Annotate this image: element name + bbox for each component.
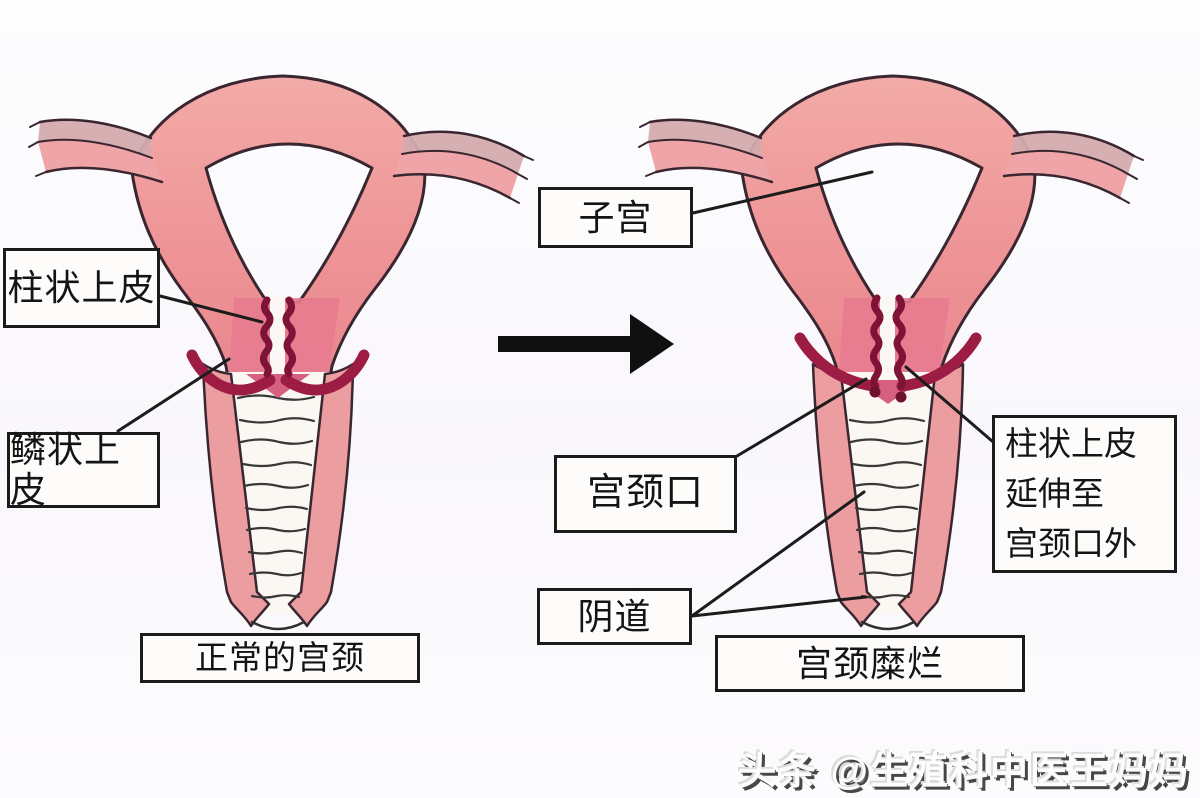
crimson-wing-right [280,349,370,396]
vaginal-rugae [848,417,926,599]
leader-cervical-os [735,377,868,458]
leader-vagina-lower [690,595,868,618]
leader-vagina-upper [690,490,866,618]
fallopian-tube-left [638,118,774,184]
fallopian-tube-right [392,130,534,204]
label-cervical-os: 宫颈口 [554,455,737,533]
transition-arrow-icon [498,314,674,374]
leader-columnar-extension [904,365,994,443]
vagina-wall-left [201,362,271,628]
cervical-canal [880,296,895,388]
label-text-line3: 宫颈口外 [1005,525,1137,562]
leader-squamous [116,357,231,433]
crimson-wing-right [896,332,982,392]
columnar-epithelium-left [260,296,274,378]
label-text-line2: 延伸至 [1005,475,1104,512]
columnar-epithelium-right [892,294,906,391]
caption-text: 宫颈糜烂 [795,642,944,684]
watermark-text: 头条 @生殖科中医王妈妈 [738,751,1190,793]
label-text-line1: 柱状上皮 [1005,425,1137,462]
normal-cervix-illustration [28,74,534,631]
uterus-body [740,74,1037,390]
columnar-epithelium-right [282,296,296,378]
leader-uterus [691,170,874,215]
leader-lines [116,170,994,618]
fallopian-tube-right [1002,130,1144,204]
vagina-opening [250,620,306,631]
cervical-erosion-illustration [638,74,1144,631]
cervical-canal [270,296,285,376]
label-squamous-epithelium: 鳞状上皮 [7,429,160,510]
caption-normal-cervix: 正常的宫颈 [140,633,420,683]
caption-text: 正常的宫颈 [195,638,365,676]
label-columnar-epithelium: 柱状上皮 [3,248,160,328]
label-text: 鳞状上皮 [10,429,122,510]
label-text: 宫颈口 [586,472,704,515]
crimson-wing-left [186,349,276,396]
caption-cervical-erosion: 宫颈糜烂 [715,635,1025,692]
columnar-blob-right [895,391,907,403]
fallopian-tube-left [28,118,164,184]
label-uterus: 子宫 [538,187,693,248]
vagina-opening [860,620,916,631]
leader-columnar-left [158,294,264,324]
columnar-blob-left [869,386,881,398]
label-text: 子宫 [578,196,653,238]
label-columnar-extension: 柱状上皮 延伸至 宫颈口外 [992,415,1177,573]
watermark: 头条 @生殖科中医王妈妈 [738,740,1190,795]
label-text: 阴道 [577,595,652,637]
columnar-epithelium-left [870,294,884,391]
label-vagina: 阴道 [537,588,692,645]
label-text: 柱状上皮 [7,267,156,309]
vagina-wall-right [287,362,355,628]
